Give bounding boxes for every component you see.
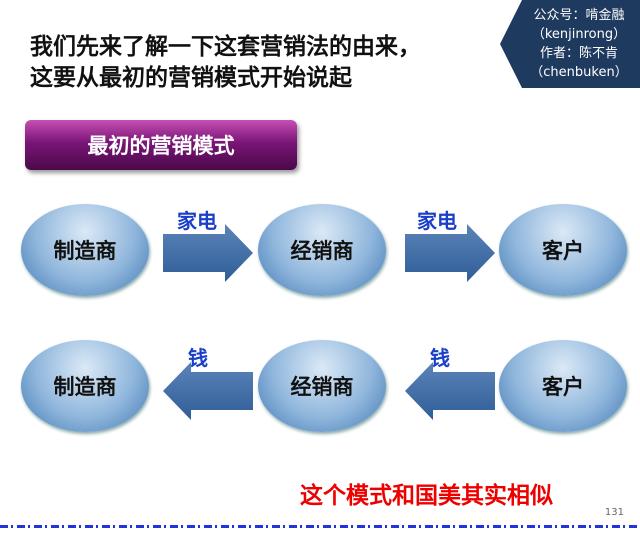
arrow-left-icon (405, 362, 495, 420)
conclusion-note: 这个模式和国美其实相似 (300, 483, 553, 509)
badge-line: 公众号：啃金融 (533, 8, 625, 23)
title-line-2: 这要从最初的营销模式开始说起 (30, 65, 352, 91)
badge-line: （chenbuken） (530, 65, 628, 80)
dashed-divider (0, 525, 640, 528)
arrow-label: 家电 (417, 209, 457, 233)
arrow-label: 钱 (430, 346, 450, 370)
node-dealer: 经销商 (258, 340, 386, 432)
node-customer: 客户 (499, 340, 627, 432)
badge-line: 作者：陈不肯 (539, 46, 618, 61)
node-customer: 客户 (499, 204, 627, 296)
section-banner: 最初的营销模式 (25, 120, 297, 170)
title-line-1: 我们先来了解一下这套营销法的由来， (30, 34, 421, 60)
author-badge: 公众号：啃金融 （kenjinrong） 作者：陈不肯 （chenbuken） (500, 0, 640, 88)
arrow-left-icon (163, 362, 253, 420)
page-number: 131 (604, 507, 624, 518)
node-manufacturer: 制造商 (21, 204, 149, 296)
slide-title: 我们先来了解一下这套营销法的由来， 这要从最初的营销模式开始说起 (30, 32, 421, 94)
arrow-label: 钱 (188, 346, 208, 370)
node-manufacturer: 制造商 (21, 340, 149, 432)
arrow-label: 家电 (177, 209, 217, 233)
badge-line: （kenjinrong） (531, 27, 627, 42)
node-dealer: 经销商 (258, 204, 386, 296)
